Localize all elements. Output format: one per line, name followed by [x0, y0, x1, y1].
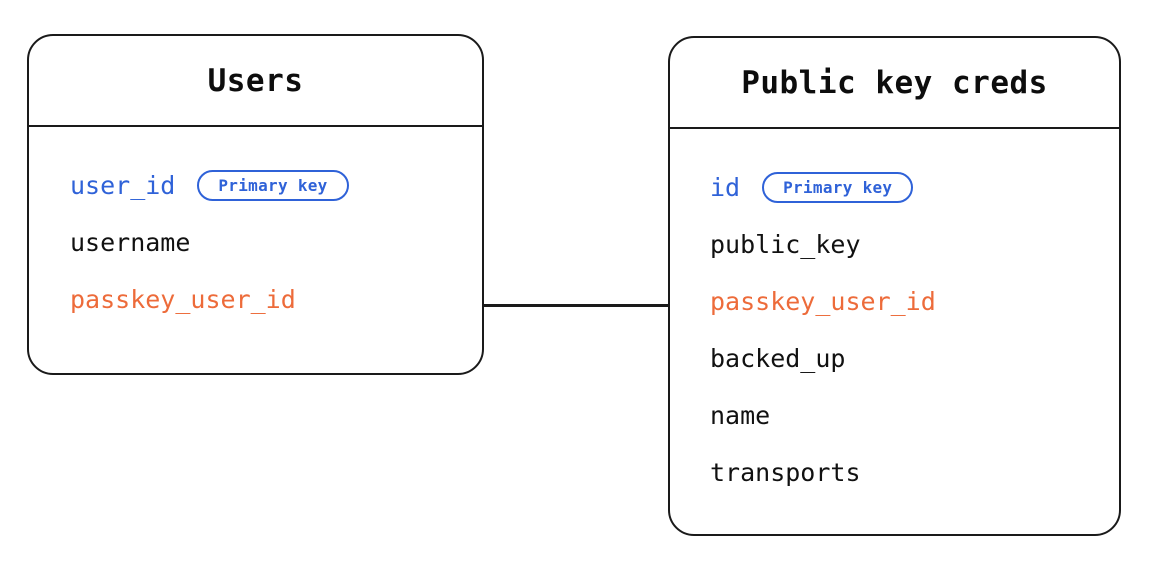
relationship-connector-line — [482, 304, 669, 307]
field-name-user-id: user_id — [70, 171, 176, 200]
field-row-passkey-user-id[interactable]: passkey_user_id — [710, 273, 1119, 330]
field-name-name: name — [710, 401, 771, 430]
field-name-transports: transports — [710, 458, 861, 487]
primary-key-badge: Primary key — [197, 170, 349, 201]
field-name-id: id — [710, 173, 741, 202]
entity-field-list-public-key-creds: id Primary key public_key passkey_user_i… — [670, 129, 1119, 534]
field-name-backed-up: backed_up — [710, 344, 846, 373]
field-row-username[interactable]: username — [70, 214, 482, 271]
field-row-public-key[interactable]: public_key — [710, 216, 1119, 273]
field-row-backed-up[interactable]: backed_up — [710, 330, 1119, 387]
primary-key-badge: Primary key — [762, 172, 914, 203]
entity-title-public-key-creds: Public key creds — [741, 64, 1048, 101]
field-row-passkey-user-id[interactable]: passkey_user_id — [70, 271, 482, 328]
field-row-name[interactable]: name — [710, 387, 1119, 444]
field-name-public-key: public_key — [710, 230, 861, 259]
entity-header-public-key-creds: Public key creds — [670, 38, 1119, 129]
field-name-passkey-user-id: passkey_user_id — [70, 285, 296, 314]
entity-title-users: Users — [207, 62, 304, 99]
field-row-id[interactable]: id Primary key — [710, 159, 1119, 216]
entity-field-list-users: user_id Primary key username passkey_use… — [29, 127, 482, 373]
entity-table-users[interactable]: Users user_id Primary key username passk… — [27, 34, 484, 375]
field-row-user-id[interactable]: user_id Primary key — [70, 157, 482, 214]
field-row-transports[interactable]: transports — [710, 444, 1119, 501]
field-name-passkey-user-id: passkey_user_id — [710, 287, 936, 316]
entity-header-users: Users — [29, 36, 482, 127]
entity-table-public-key-creds[interactable]: Public key creds id Primary key public_k… — [668, 36, 1121, 536]
field-name-username: username — [70, 228, 191, 257]
